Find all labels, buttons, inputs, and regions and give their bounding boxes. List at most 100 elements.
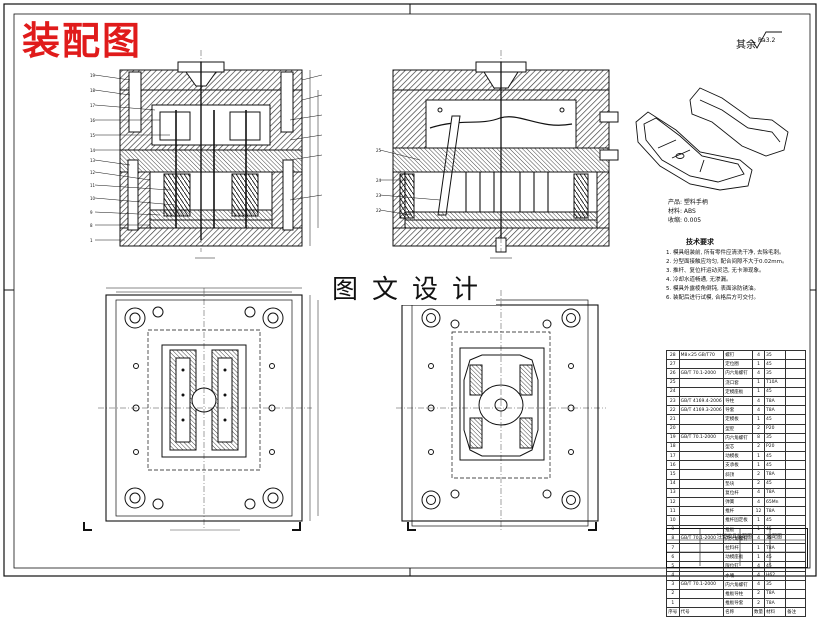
bom-cell-mat: 35 <box>763 579 787 590</box>
bom-cell-no: 25 <box>666 377 680 388</box>
bom-cell-qty: 1 <box>752 460 765 471</box>
svg-text:19: 19 <box>90 73 96 78</box>
bom-cell-qty: 12 <box>752 506 765 517</box>
part-isometric-views <box>635 87 789 191</box>
bom-cell-qty: 8 <box>752 432 765 443</box>
svg-text:11: 11 <box>90 183 96 188</box>
bom-cell-code <box>678 460 725 471</box>
bom-cell-code <box>678 588 725 600</box>
bom-cell-qty: 1 <box>752 515 765 526</box>
bom-cell-qty: 2 <box>752 478 765 489</box>
bom-cell-name: 导柱 <box>723 395 753 407</box>
bom-cell-mat: 45 <box>763 515 787 526</box>
bom-cell-name: 水嘴 <box>723 570 753 581</box>
bom-cell-no: 24 <box>666 386 680 397</box>
bom-cell-code <box>678 441 725 453</box>
bom-cell-mat: 45 <box>763 460 787 471</box>
bom-header-row: 序号代号名称数量材料备注 <box>666 607 806 617</box>
tech-req-title: 技术要求 <box>686 238 714 246</box>
bom-cell-name: 斜顶 <box>723 469 753 480</box>
bom-cell-qty: 4 <box>752 368 765 379</box>
sheet-label: 装配图 <box>767 534 783 540</box>
plan-view-right <box>396 290 606 531</box>
tech-req-item: 2. 分型面接触应均匀, 配合间隙不大于0.02mm。 <box>666 259 788 265</box>
svg-text:18: 18 <box>90 88 96 93</box>
bom-cell-code <box>678 496 725 508</box>
bom-cell-rem <box>785 524 806 535</box>
bom-cell-rem <box>785 506 806 517</box>
bom-cell-code: GB/T 70.1-2000 <box>678 579 725 590</box>
bom-cell-rem <box>785 441 806 453</box>
bom-cell-code: GB/T 70.1-2000 <box>678 432 725 443</box>
bom-cell-code <box>678 414 725 425</box>
bom-cell-no: 10 <box>666 515 680 526</box>
bom-cell-rem <box>785 368 806 379</box>
technical-requirements: 技术要求 1. 模具组装前, 所有零件应清洗干净, 去除毛刺。 2. 分型面接触… <box>666 238 806 303</box>
bom-cell-rem <box>785 414 806 425</box>
bom-cell-qty: 1 <box>752 386 765 397</box>
svg-text:12: 12 <box>90 170 96 175</box>
bom-cell-name: 推板导柱 <box>723 588 753 600</box>
bom-cell-mat: 45 <box>763 451 787 462</box>
bom-cell-no: 20 <box>666 423 680 434</box>
svg-text:8: 8 <box>90 223 93 228</box>
bom-cell-mat: 45 <box>763 561 787 572</box>
bom-cell-mat: 45 <box>763 386 787 397</box>
bom-cell-rem <box>785 552 806 563</box>
bom-cell-code <box>678 377 725 388</box>
bom-cell-no: 23 <box>666 395 680 407</box>
bom-cell-qty: 2 <box>752 469 765 480</box>
bom-cell-name: 支承板 <box>723 460 753 471</box>
svg-text:17: 17 <box>90 103 96 108</box>
bom-cell-name: 推杆 <box>723 506 753 517</box>
bom-cell-qty: 1 <box>752 414 765 425</box>
svg-text:22: 22 <box>376 208 382 213</box>
bom-cell-mat: T8A <box>763 395 787 407</box>
bom-cell-code <box>678 451 725 462</box>
bom-cell-name: 内六角螺钉 <box>723 579 753 590</box>
bom-cell-no: 18 <box>666 441 680 453</box>
tech-req-item: 6. 装配后进行试模, 合格后方可交付。 <box>666 295 759 301</box>
bom-cell-rem <box>785 561 806 572</box>
bom-cell-code <box>678 478 725 489</box>
bom-cell-name: 名称 <box>723 607 753 617</box>
bom-cell-code <box>678 570 725 581</box>
bom-cell-mat: 35 <box>763 533 787 544</box>
bom-cell-qty: 1 <box>752 451 765 462</box>
bom-cell-code <box>678 515 725 526</box>
bom-cell-mat: T8A <box>763 405 787 416</box>
bom-cell-rem <box>785 432 806 443</box>
bom-cell-name: 内六角螺钉 <box>723 368 753 379</box>
bom-cell-code: GB/T 70.1-2000 <box>678 368 725 379</box>
svg-text:9: 9 <box>90 210 93 215</box>
product-material: 材料: ABS <box>668 208 696 215</box>
bom-cell-rem <box>785 579 806 590</box>
bom-cell-rem <box>785 533 806 544</box>
bom-cell-rem <box>785 570 806 581</box>
bom-cell-rem <box>785 377 806 388</box>
bom-cell-rem <box>785 405 806 416</box>
bom-cell-name: 螺钉 <box>723 349 753 361</box>
bom-cell-code <box>678 487 725 499</box>
bom-cell-qty: 4 <box>752 395 765 407</box>
bom-cell-no: 22 <box>666 405 680 416</box>
bom-cell-mat: 45 <box>763 524 787 535</box>
roughness-prefix: 其余 <box>736 40 756 51</box>
bom-cell-rem <box>785 478 806 489</box>
